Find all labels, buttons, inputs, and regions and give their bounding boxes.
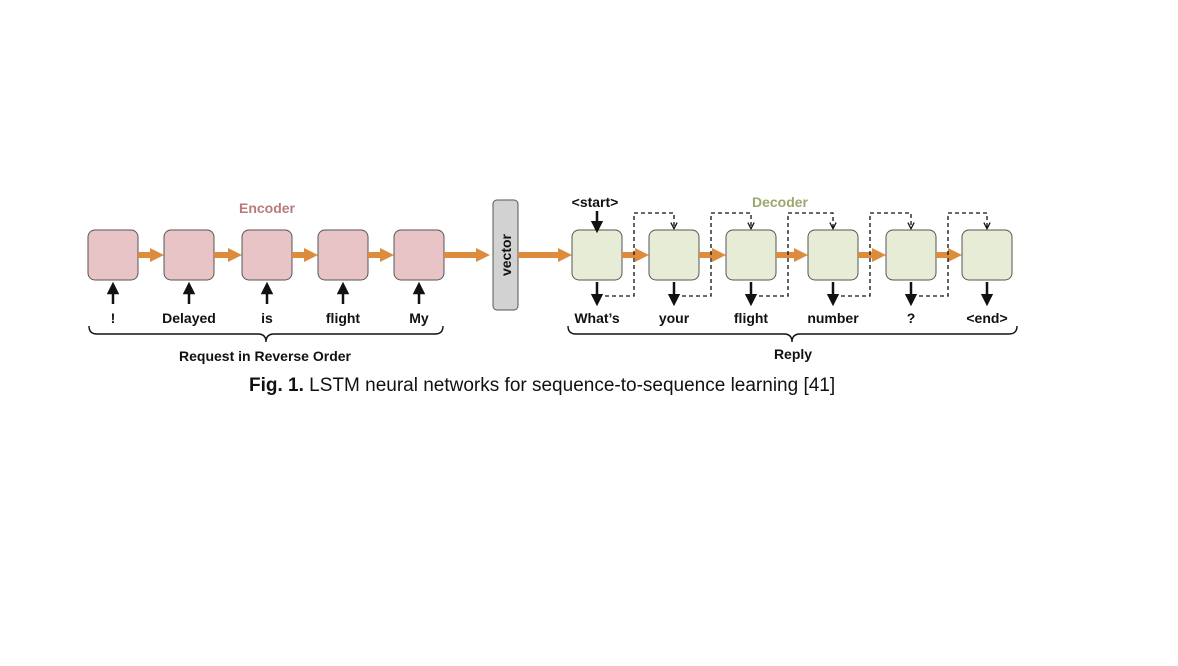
diagram-cells: ! Delayed is flight My What’s your flight number… <box>87 211 1013 326</box>
decoder-state-arrow <box>858 248 886 262</box>
encoder-state-arrow <box>368 248 394 262</box>
decoder-lstm-cell <box>807 229 859 281</box>
decoder-brace <box>567 325 1018 343</box>
encoder-lstm-cell <box>87 229 139 281</box>
encoder-state-arrow <box>138 248 164 262</box>
encoder-input-token: is <box>261 310 273 326</box>
context-vector-label: vector <box>498 233 514 276</box>
decoder-state-arrow <box>622 248 649 262</box>
encoder-lstm-cell <box>241 229 293 281</box>
feedback-dashed-arrow <box>759 212 833 297</box>
encoder-input-token: ! <box>111 310 116 326</box>
encoder-state-arrow <box>214 248 242 262</box>
encoder-lstm-cell <box>163 229 215 281</box>
decoder-lstm-cell <box>885 229 937 281</box>
decoder-output-token: number <box>807 310 859 326</box>
decoder-output-token: <end> <box>966 310 1007 326</box>
feedback-dashed-arrow <box>841 212 911 297</box>
decoder-title: Decoder <box>752 194 809 210</box>
figure-caption: Fig. 1. LSTM neural networks for sequenc… <box>249 375 835 396</box>
decoder-lstm-cell <box>961 229 1013 281</box>
encoder-input-token: flight <box>326 310 361 326</box>
caption-text: LSTM neural networks for sequence-to-seq… <box>304 375 835 396</box>
decoder-lstm-cell <box>571 229 623 281</box>
encoder-input-token: Delayed <box>162 310 216 326</box>
encoder-state-arrow <box>444 248 490 262</box>
start-token: <start> <box>572 194 619 210</box>
encoder-input-token: My <box>409 310 429 326</box>
decoder-state-arrow <box>936 248 962 262</box>
decoder-output-token: What’s <box>574 310 620 326</box>
decoder-output-token: your <box>659 310 690 326</box>
vector-to-decoder-arrow <box>518 248 572 262</box>
decoder-output-token: flight <box>734 310 769 326</box>
decoder-state-arrow <box>776 248 808 262</box>
feedback-dashed-arrow <box>919 212 987 297</box>
decoder-output-token: ? <box>907 310 916 326</box>
encoder-brace <box>88 325 444 343</box>
encoder-brace-label: Request in Reverse Order <box>179 348 352 364</box>
decoder-state-arrow <box>699 248 726 262</box>
decoder-brace-label: Reply <box>774 346 812 362</box>
encoder-state-arrow <box>292 248 318 262</box>
decoder-lstm-cell <box>648 229 700 281</box>
caption-prefix: Fig. 1. <box>249 375 304 396</box>
feedback-dashed-arrow <box>605 212 674 297</box>
encoder-title: Encoder <box>239 200 296 216</box>
encoder-lstm-cell <box>317 229 369 281</box>
encoder-lstm-cell <box>393 229 445 281</box>
decoder-lstm-cell <box>725 229 777 281</box>
feedback-dashed-arrow <box>682 212 751 297</box>
